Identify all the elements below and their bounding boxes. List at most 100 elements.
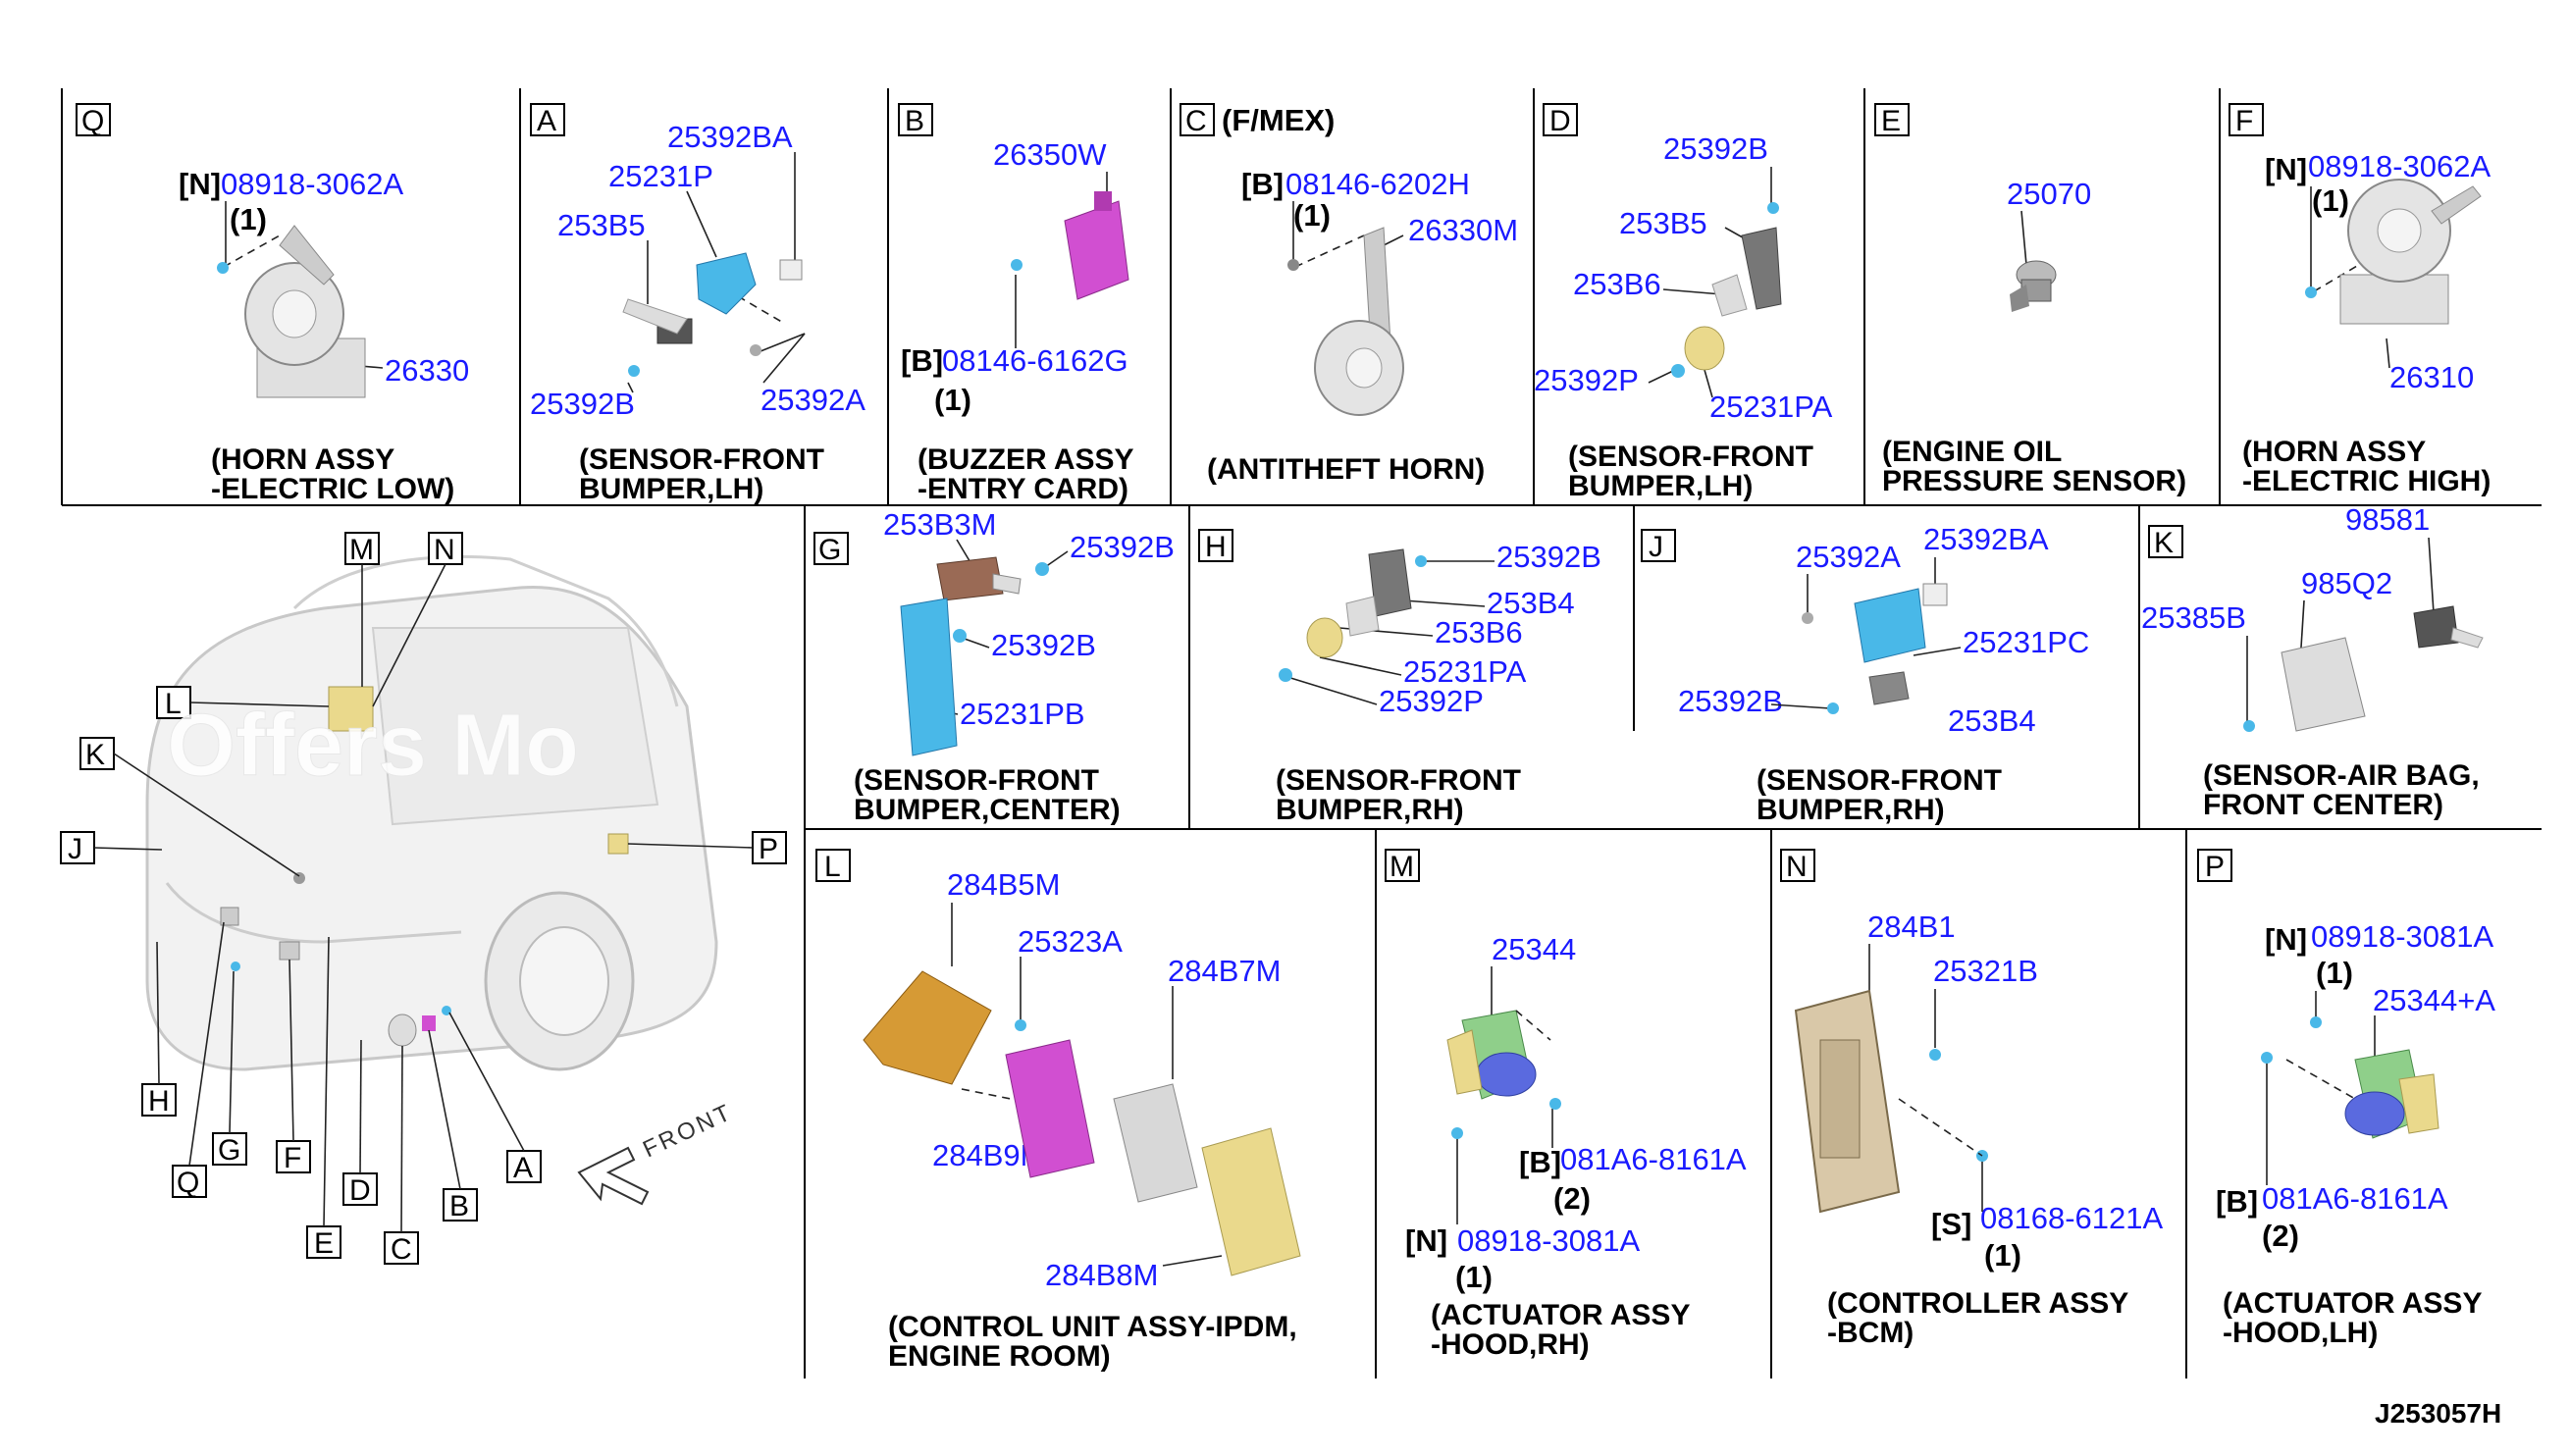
grid-lines [61, 88, 2542, 1378]
cell-p: P [N] 08918-3081A (1) 25344+A [B] 081A6-… [2197, 849, 2495, 1349]
overview-tag-k[interactable]: K [79, 737, 300, 877]
part-25231PA[interactable]: 25231PA [1709, 390, 1833, 424]
tag-q-label: Q [81, 105, 104, 137]
tag-g-label: G [818, 534, 841, 566]
part-25392P[interactable]: 25392P [1379, 684, 1484, 718]
part-253B3M[interactable]: 253B3M [883, 507, 996, 542]
part-26330[interactable]: 26330 [385, 353, 469, 388]
caption-line-2: FRONT CENTER) [2203, 789, 2443, 821]
part-284B1[interactable]: 284B1 [1867, 910, 1956, 944]
part-253B6[interactable]: 253B6 [1573, 267, 1661, 301]
bracket-n: [N] [2265, 922, 2307, 957]
tag-k-label: K [2154, 527, 2174, 559]
part-08918-3081A[interactable]: 08918-3081A [2311, 919, 2493, 954]
caption-line-1: (ACTUATOR ASSY [2223, 1287, 2482, 1320]
bracket-s: [S] [1931, 1207, 1971, 1241]
part-081A6-8161A[interactable]: 081A6-8161A [1560, 1142, 1747, 1176]
part-25392BA[interactable]: 25392BA [667, 120, 793, 154]
part-25392P[interactable]: 25392P [1534, 363, 1639, 397]
overview-tag-e[interactable]: E [306, 936, 341, 1260]
overview-tag-c[interactable]: C [384, 1045, 419, 1266]
overview-tag-p[interactable]: P [627, 831, 787, 865]
part-25344[interactable]: 25344 [1492, 932, 1576, 966]
sensor-front-lh-icon [622, 252, 803, 377]
part-253B6[interactable]: 253B6 [1435, 615, 1523, 650]
caption-line-2: -BCM) [1827, 1317, 1914, 1349]
svg-text:D: D [349, 1174, 371, 1207]
caption-line-1: (ANTITHEFT HORN) [1207, 453, 1485, 486]
caption-line-1: (CONTROL UNIT ASSY-IPDM, [888, 1311, 1297, 1343]
airbag-sensor-icon [2243, 605, 2484, 732]
caption-line-2: -HOOD,LH) [2223, 1317, 2378, 1349]
overview-tag-m[interactable]: M [344, 532, 380, 687]
part-08168-6121A[interactable]: 08168-6121A [1980, 1201, 2163, 1235]
overview-tag-b[interactable]: B [428, 1029, 478, 1222]
sensor-front-lh-d-icon [1671, 202, 1782, 378]
part-08146-6162G[interactable]: 08146-6162G [942, 343, 1128, 378]
tag-h [1198, 529, 1233, 562]
part-284B5M[interactable]: 284B5M [947, 867, 1060, 902]
cell-f: F [N] 08918-3062A (1) 26310 (HORN ASSY -… [2229, 103, 2491, 497]
overview-tag-j[interactable]: J [60, 831, 163, 865]
tag-f [2229, 103, 2264, 136]
part-08918-3062A[interactable]: 08918-3062A [2308, 149, 2491, 183]
part-253B4[interactable]: 253B4 [1948, 703, 2036, 738]
part-25392A[interactable]: 25392A [1796, 540, 1901, 574]
overview-tag-n[interactable]: N [372, 532, 463, 707]
part-253B5[interactable]: 253B5 [557, 208, 646, 242]
part-25323A[interactable]: 25323A [1018, 924, 1123, 959]
tag-p-label: P [2205, 851, 2225, 883]
part-25392B[interactable]: 25392B [530, 387, 635, 421]
bracket-n: [N] [179, 167, 221, 201]
part-253B4[interactable]: 253B4 [1487, 586, 1575, 620]
tag-d-label: D [1549, 105, 1571, 137]
part-08146-6202H[interactable]: 08146-6202H [1285, 167, 1470, 201]
part-25392A[interactable]: 25392A [761, 383, 865, 417]
part-25231PA[interactable]: 25231PA [1403, 654, 1527, 689]
part-25231PB[interactable]: 25231PB [960, 697, 1085, 731]
part-26350W[interactable]: 26350W [993, 137, 1107, 172]
overview-tag-d[interactable]: D [342, 1039, 378, 1207]
part-284B7M[interactable]: 284B7M [1168, 954, 1281, 988]
overview-tag-q[interactable]: Q [172, 921, 225, 1199]
part-98581[interactable]: 98581 [2345, 502, 2430, 537]
part-081A6-8161A[interactable]: 081A6-8161A [2262, 1181, 2448, 1216]
part-25231PC[interactable]: 25231PC [1963, 625, 2089, 659]
overview-tag-a[interactable]: A [448, 1012, 542, 1184]
overview-tag-g[interactable]: G [212, 970, 247, 1167]
part-25344+A[interactable]: 25344+A [2373, 983, 2495, 1017]
caption-line-1: (SENSOR-FRONT [1757, 764, 2002, 797]
hood-actuator-lh-icon [2261, 1016, 2439, 1139]
part-25392B[interactable]: 25392B [1496, 540, 1601, 574]
svg-text:C: C [391, 1233, 412, 1266]
part-25385B[interactable]: 25385B [2141, 600, 2246, 635]
tag-c-label: C [1185, 105, 1207, 137]
ipdm-icon [863, 970, 1301, 1276]
caption-line-2: BUMPER,RH) [1757, 794, 1945, 826]
caption-line-1: (SENSOR-FRONT [1568, 441, 1813, 473]
part-284B8M[interactable]: 284B8M [1045, 1258, 1158, 1292]
overview-tag-h[interactable]: H [141, 941, 177, 1118]
svg-text:E: E [314, 1227, 334, 1260]
part-26330M[interactable]: 26330M [1408, 213, 1518, 247]
part-253B5[interactable]: 253B5 [1619, 206, 1707, 240]
part-25392B[interactable]: 25392B [1070, 530, 1175, 564]
diagram-code: J253057H [2375, 1398, 2501, 1429]
part-985Q2[interactable]: 985Q2 [2301, 566, 2392, 600]
part-25392B[interactable]: 25392B [1663, 131, 1768, 166]
part-25070[interactable]: 25070 [2007, 177, 2091, 211]
part-25321B[interactable]: 25321B [1933, 954, 2038, 988]
part-25392B-2[interactable]: 25392B [991, 628, 1096, 662]
part-25231P[interactable]: 25231P [608, 159, 713, 193]
part-08918-3062A[interactable]: 08918-3062A [221, 167, 403, 201]
tag-c [1180, 103, 1215, 136]
overview-tag-l[interactable]: L [156, 686, 330, 720]
part-26310[interactable]: 26310 [2389, 360, 2474, 394]
overview-tag-f[interactable]: F [276, 959, 311, 1174]
svg-text:F: F [284, 1142, 301, 1174]
bcm-icon [1794, 989, 1988, 1214]
part-25392BA[interactable]: 25392BA [1923, 522, 2049, 556]
part-08918-3081A[interactable]: 08918-3081A [1457, 1223, 1640, 1258]
svg-text:A: A [513, 1152, 533, 1184]
part-25392B[interactable]: 25392B [1678, 684, 1783, 718]
